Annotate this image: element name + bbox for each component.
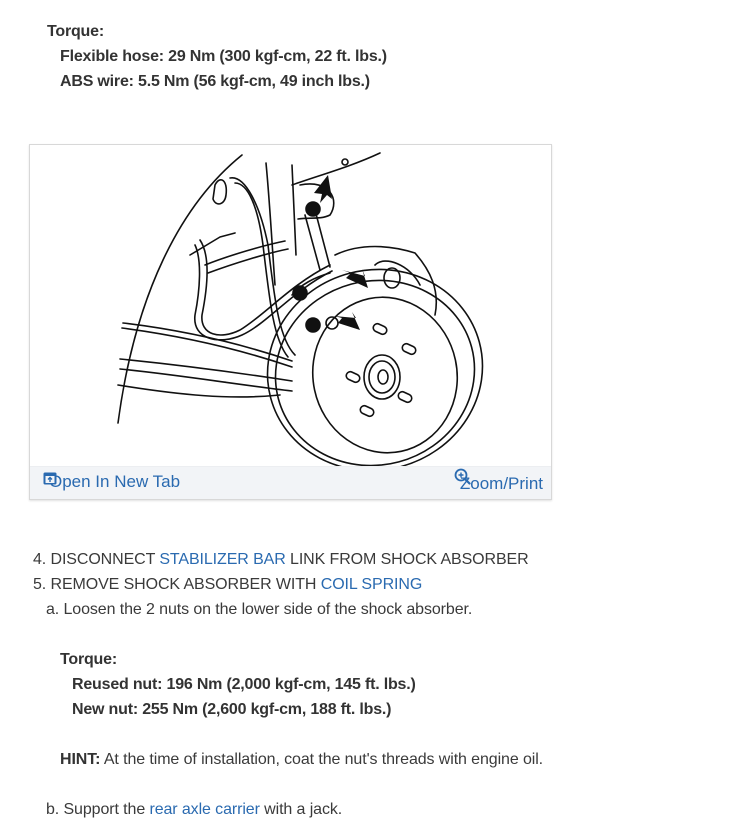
torque-heading-2: Torque:: [60, 651, 117, 668]
open-in-new-tab-button[interactable]: Open In New Tab: [43, 472, 180, 492]
hint: HINT: At the time of installation, coat …: [60, 751, 543, 769]
step-5b: b. Support the rear axle carrier with a …: [46, 801, 343, 818]
zoom-print-label: Zoom/Print: [459, 474, 543, 493]
torque-reused-nut: Reused nut: 196 Nm (2,000 kgf-cm, 145 ft…: [72, 676, 416, 693]
torque-new-nut: New nut: 255 Nm (2,600 kgf-cm, 188 ft. l…: [72, 701, 392, 718]
torque-abs-wire: ABS wire: 5.5 Nm (56 kgf-cm, 49 inch lbs…: [60, 73, 370, 90]
rear-axle-carrier-link[interactable]: rear axle carrier: [149, 801, 260, 818]
hint-text: At the time of installation, coat the nu…: [100, 751, 544, 768]
hint-label: HINT:: [60, 751, 101, 768]
torque-heading: Torque:: [47, 23, 104, 40]
zoom-print-button[interactable]: Zoom/Print: [454, 468, 543, 494]
torque-flexible-hose: Flexible hose: 29 Nm (300 kgf-cm, 22 ft.…: [60, 48, 387, 65]
diagram-figure: Open In New Tab Zoom/Print: [29, 144, 552, 500]
open-in-new-tab-label: Open In New Tab: [49, 472, 181, 491]
coil-spring-link[interactable]: COIL SPRING: [320, 576, 423, 593]
step-5: 5. REMOVE SHOCK ABSORBER WITH COIL SPRIN…: [33, 576, 423, 593]
step-4: 4. DISCONNECT STABILIZER BAR LINK FROM S…: [33, 551, 529, 568]
figure-footer: Open In New Tab Zoom/Print: [30, 466, 551, 499]
shock-absorber-diagram: [117, 152, 484, 467]
step-5a: a. Loosen the 2 nuts on the lower side o…: [46, 601, 473, 618]
stabilizer-bar-link[interactable]: STABILIZER BAR: [159, 551, 286, 568]
